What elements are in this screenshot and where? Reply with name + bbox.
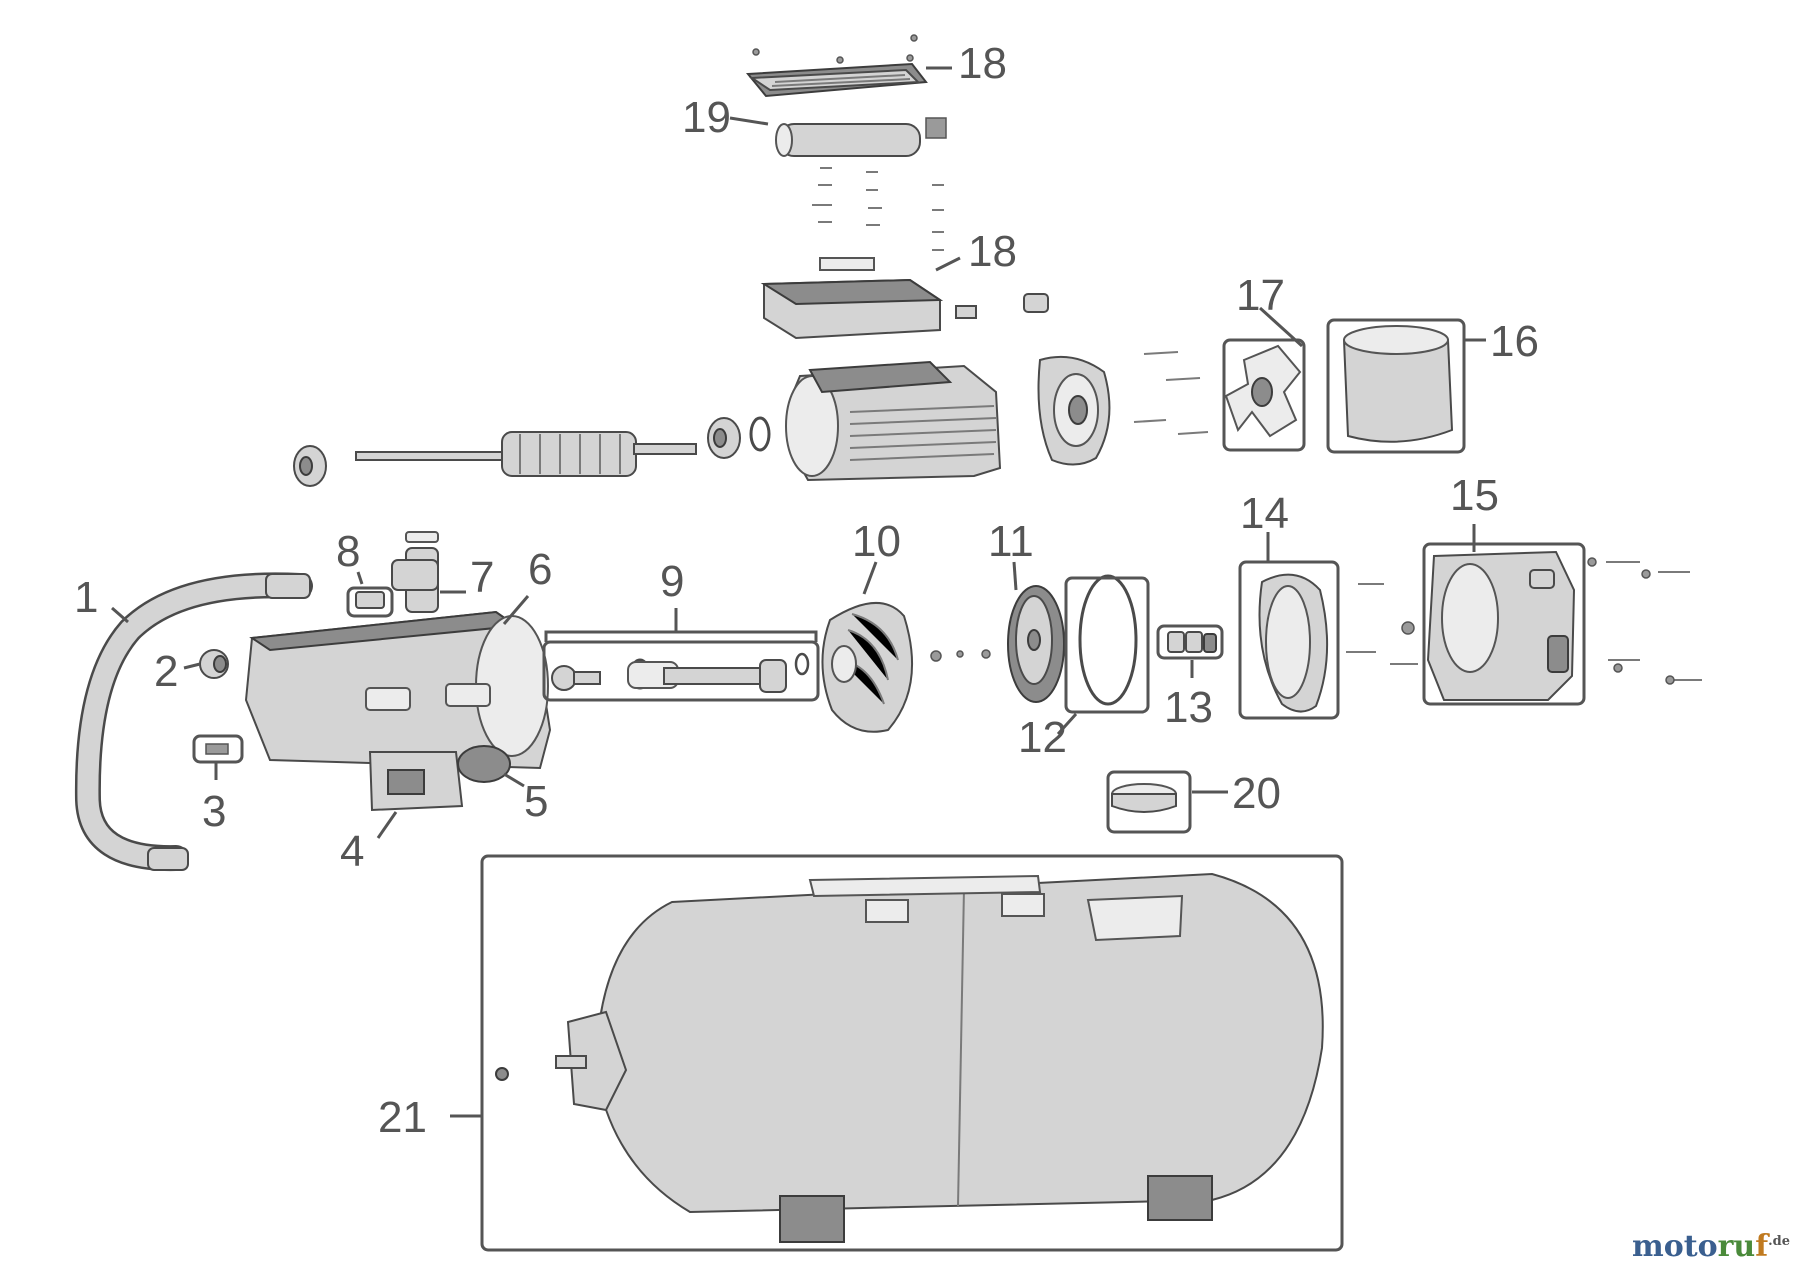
callout-7: 7 xyxy=(470,553,494,602)
pump-cover-14 xyxy=(1258,573,1329,713)
callout-4: 4 xyxy=(340,827,364,876)
cover-screws xyxy=(1346,583,1418,665)
seal-13 xyxy=(1167,631,1217,653)
callout-15: 15 xyxy=(1450,471,1499,520)
terminal-box-cover xyxy=(745,34,928,98)
wave-washer xyxy=(749,416,771,452)
leader-lines xyxy=(111,66,1486,1118)
end-shield-screws xyxy=(1133,351,1209,435)
fan-cover xyxy=(1342,325,1454,443)
callout-5: 5 xyxy=(524,777,548,826)
callout-18-mid: 18 xyxy=(968,227,1017,276)
bracket-screws xyxy=(1587,557,1702,685)
small-washer-15 xyxy=(1401,621,1415,635)
motor-bracket-15 xyxy=(1426,550,1576,701)
frame-part-13 xyxy=(1156,624,1224,660)
callout-20: 20 xyxy=(1232,769,1281,818)
diffuser xyxy=(821,602,913,733)
part-3 xyxy=(205,743,229,755)
frame-part-17 xyxy=(1222,338,1306,452)
frame-part-12 xyxy=(1064,576,1150,714)
rotor-shaft xyxy=(355,431,697,477)
callout-2: 2 xyxy=(154,647,178,696)
cooling-fan xyxy=(1224,344,1302,438)
pump-foot xyxy=(368,751,464,812)
venturi-assembly xyxy=(551,652,810,693)
callout-12: 12 xyxy=(1018,713,1067,762)
impeller xyxy=(1007,585,1065,703)
motor-end-shield xyxy=(1037,355,1111,466)
callout-19: 19 xyxy=(682,93,731,142)
frame-part-3 xyxy=(192,734,244,764)
callout-18-top: 18 xyxy=(958,39,1007,88)
pump-housing xyxy=(244,610,552,770)
callout-14: 14 xyxy=(1240,489,1289,538)
pipe-tee xyxy=(391,531,439,613)
watermark-part-3: f xyxy=(1755,1229,1769,1264)
callout-13: 13 xyxy=(1164,683,1213,732)
watermark-part-1: moto xyxy=(1631,1229,1718,1264)
bearing-left xyxy=(293,445,327,487)
frame-part-20 xyxy=(1106,770,1192,834)
capacitor xyxy=(775,117,947,157)
callout-9: 9 xyxy=(660,557,684,606)
bearing-right xyxy=(707,417,741,459)
pressure-switch-cap xyxy=(1111,783,1177,813)
watermark-part-2: ru xyxy=(1717,1229,1756,1264)
callout-16: 16 xyxy=(1490,317,1539,366)
fitting-8 xyxy=(355,591,385,609)
callout-labels: 1 2 3 4 5 6 7 8 9 10 11 12 13 14 15 16 1… xyxy=(74,39,1539,1142)
small-screws-column xyxy=(812,167,944,251)
motor-housing xyxy=(785,360,1002,482)
frame-part-8 xyxy=(346,586,394,618)
o-ring-12 xyxy=(1078,574,1138,706)
watermark-logo: motoruf.de xyxy=(1632,1229,1790,1264)
frame-part-21 xyxy=(480,854,1344,1252)
callout-6: 6 xyxy=(528,545,552,594)
drain-cap xyxy=(457,745,511,783)
plug xyxy=(199,649,229,679)
pressure-tank xyxy=(495,872,1324,1243)
callout-1: 1 xyxy=(74,573,98,622)
callout-10: 10 xyxy=(852,517,901,566)
small-washers xyxy=(930,649,991,662)
callout-8: 8 xyxy=(336,527,360,576)
callout-3: 3 xyxy=(202,787,226,836)
hose xyxy=(74,572,313,872)
frame-part-14 xyxy=(1238,560,1340,720)
frame-part-15 xyxy=(1422,542,1586,706)
frame-part-9 xyxy=(542,640,820,702)
watermark-suffix: .de xyxy=(1768,1234,1790,1249)
callout-11: 11 xyxy=(988,517,1034,566)
frame-part-16 xyxy=(1326,318,1466,454)
callout-17: 17 xyxy=(1236,271,1285,320)
callout-21: 21 xyxy=(378,1093,427,1142)
terminal-box-base xyxy=(760,257,1049,340)
